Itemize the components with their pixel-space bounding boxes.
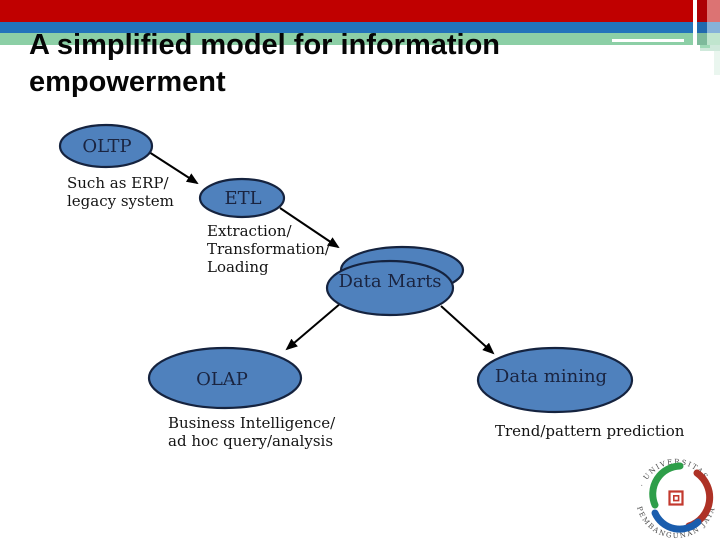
header-bar-red <box>0 0 720 22</box>
node-etl: ETL <box>198 177 286 219</box>
logo-blue-swoosh <box>651 509 702 533</box>
header-edge-extension <box>700 45 720 51</box>
arrow-oltp-to-etl <box>148 151 199 185</box>
node-data-mining: Data mining <box>476 346 634 414</box>
etl-label: ETL <box>224 188 261 209</box>
oltp-ellipse <box>58 123 154 169</box>
etl-note-line2: Transformation/ <box>207 240 331 258</box>
olap-note-line1: Business Intelligence/ <box>168 414 336 432</box>
data-mining-note-line1: Trend/pattern prediction <box>495 422 685 440</box>
node-olap: OLAP <box>147 346 303 410</box>
oltp-label: OLTP <box>82 136 131 157</box>
arrow-datamarts-to-olap <box>285 302 342 351</box>
etl-ellipse <box>198 177 286 219</box>
university-logo: · UNIVERSITAS · PEMBANGUNAN JAYA <box>635 458 715 540</box>
header-accent-line <box>612 39 684 42</box>
header-edge-stripe-white <box>693 0 697 45</box>
oltp-annotation: Such as ERP/ legacy system <box>67 174 174 210</box>
header-bar-blue <box>0 22 720 33</box>
node-oltp: OLTP <box>58 123 154 169</box>
olap-note-line2: ad hoc query/analysis <box>168 432 333 450</box>
data-marts-front-ellipse <box>325 259 455 317</box>
etl-note-line1: Extraction/ <box>207 222 292 240</box>
etl-note-line3: Loading <box>207 258 269 276</box>
header-edge-stripe-light <box>707 0 720 45</box>
oltp-note-line1: Such as ERP/ <box>67 174 170 192</box>
logo-inner-square <box>672 494 680 502</box>
olap-ellipse <box>147 346 303 410</box>
etl-annotation: Extraction/ Transformation/ Loading <box>207 222 331 276</box>
olap-label: OLAP <box>196 369 248 390</box>
olap-annotation: Business Intelligence/ ad hoc query/anal… <box>168 414 336 450</box>
logo-green-swoosh <box>649 462 684 509</box>
header-edge-stripe-dark <box>697 0 707 45</box>
data-mining-label: Data mining <box>495 366 607 387</box>
oltp-note-line2: legacy system <box>67 192 174 210</box>
data-marts-label: Data Marts <box>338 271 441 292</box>
header-bar-green <box>0 33 720 45</box>
header-edge-extension-faint <box>714 51 720 75</box>
header-edge-extension-bright <box>700 45 710 48</box>
slide-title: A simplified model for information empow… <box>29 29 500 98</box>
data-mining-annotation: Trend/pattern prediction <box>495 422 685 440</box>
arrow-etl-to-datamarts <box>279 207 340 249</box>
data-mining-ellipse <box>476 346 634 414</box>
node-data-marts: Data Marts <box>325 245 465 317</box>
arrow-datamarts-to-datamining <box>440 305 495 355</box>
logo-outer-square <box>668 490 684 506</box>
